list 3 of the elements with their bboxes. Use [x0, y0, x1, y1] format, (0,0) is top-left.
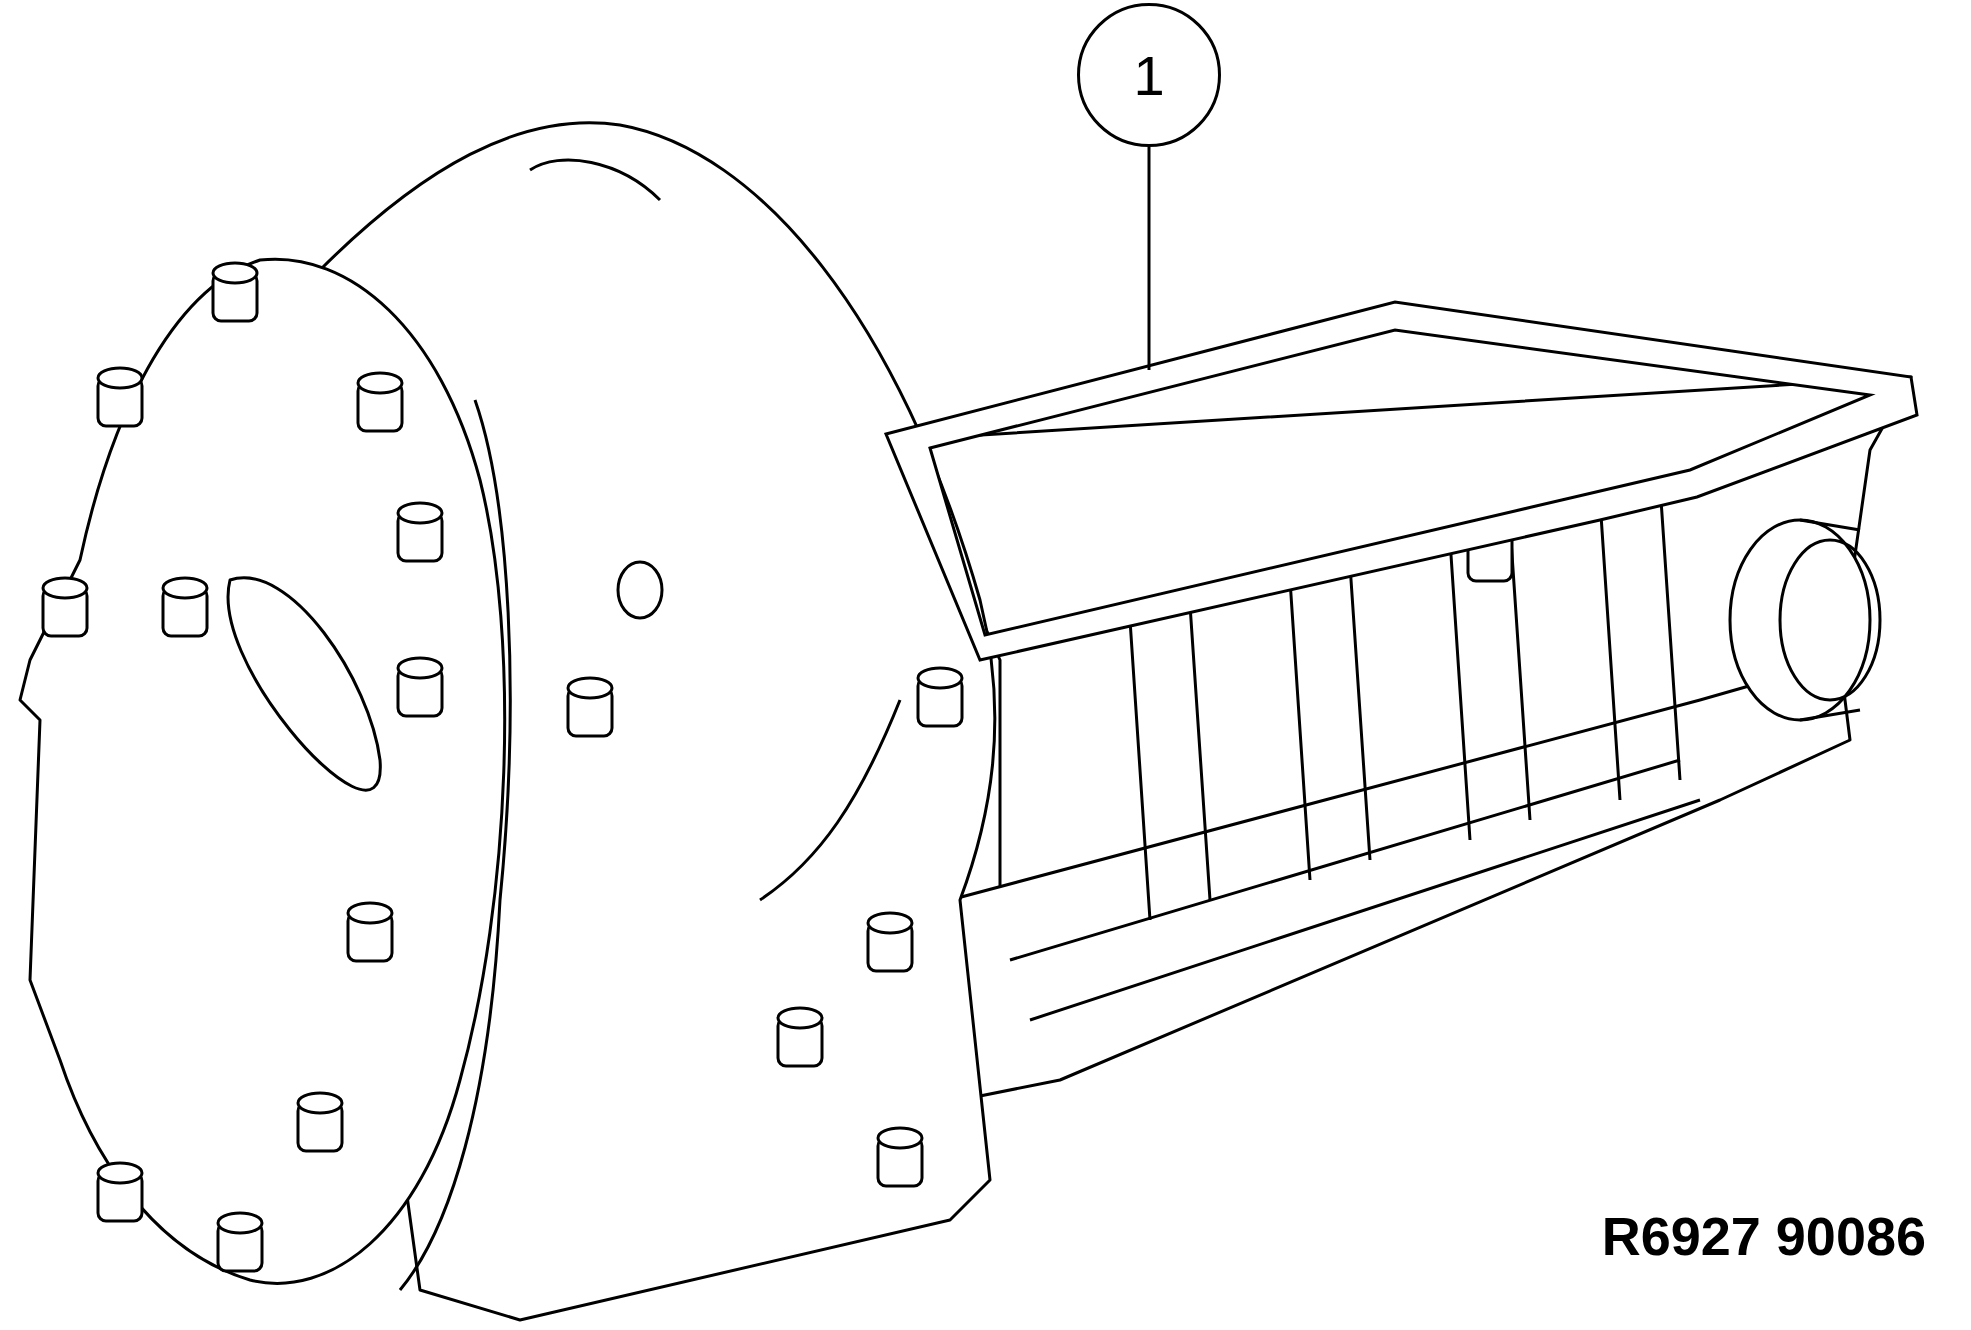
leader-line [1147, 147, 1151, 370]
figure-code: R6927 90086 [1601, 1205, 1926, 1267]
callout-number: 1 [1077, 3, 1221, 147]
